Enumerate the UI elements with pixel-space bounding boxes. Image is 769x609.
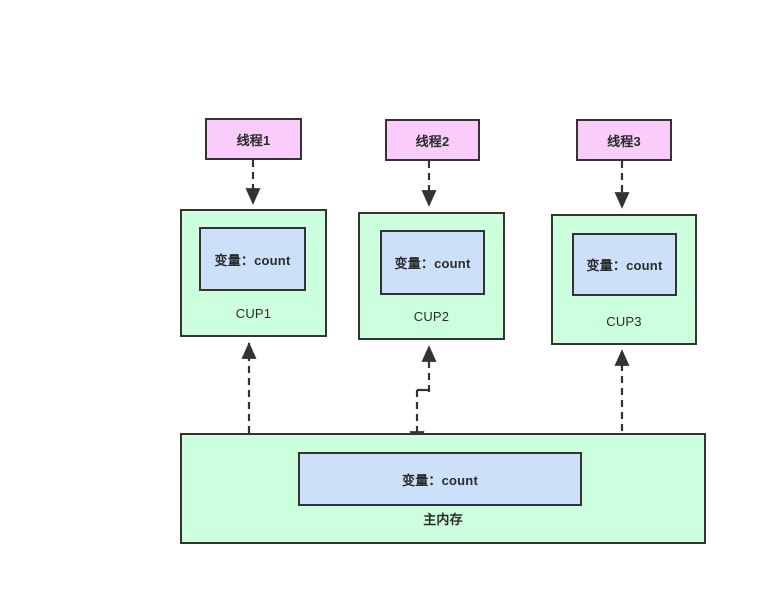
cpu-label-2: CUP2: [413, 309, 450, 324]
cpu-variable-box-1[interactable]: 变量：count: [199, 227, 306, 291]
cpu-variable-label-1: 变量：count: [214, 252, 291, 268]
main-memory-label: 主内存: [423, 512, 463, 527]
thread-label-2: 线程2: [415, 133, 450, 149]
thread-label-1: 线程1: [236, 132, 271, 148]
thread-label-3: 线程3: [607, 133, 641, 149]
cpu-variable-box-2[interactable]: 变量：count: [380, 230, 485, 295]
thread-box-1[interactable]: 线程1: [205, 118, 302, 160]
cpu-label-1: CUP1: [235, 306, 272, 321]
main-memory-variable-label: 变量：count: [402, 472, 478, 488]
cpu-variable-box-3[interactable]: 变量：count: [572, 233, 677, 296]
cpu-variable-label-3: 变量：count: [586, 258, 663, 273]
cpu-variable-label-2: 变量：count: [394, 256, 471, 271]
thread-box-3[interactable]: 线程3: [576, 119, 672, 161]
main-memory-variable-box[interactable]: 变量：count: [298, 452, 582, 506]
thread-box-2[interactable]: 线程2: [385, 119, 480, 161]
cpu-label-3: CUP3: [606, 314, 642, 329]
